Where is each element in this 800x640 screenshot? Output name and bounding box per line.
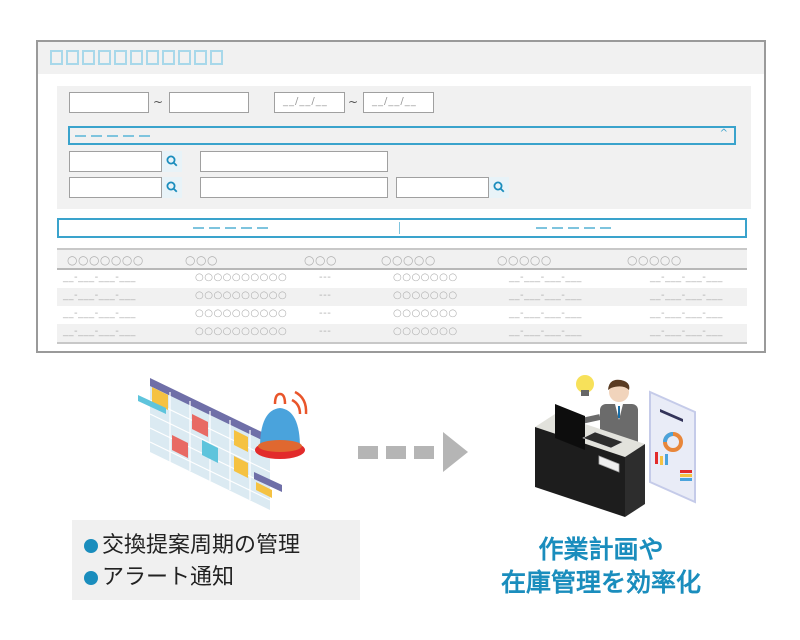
feature-list: 交換提案周期の管理 アラート通知 [72,520,360,600]
name-output-2[interactable] [200,177,388,198]
range-separator: ~ [153,95,164,109]
date-to-input[interactable]: __/__/__ [363,92,434,113]
arrow-right-icon [358,432,468,472]
window-title [50,50,223,65]
table-row[interactable]: __-___-___-___ ○○○○○○○○○○ --- ○○○○○○○ __… [57,288,747,306]
range-from-input[interactable] [69,92,149,113]
code-input-1[interactable] [69,151,162,172]
bullet-icon [84,539,98,553]
date-range-separator: ~ [348,95,359,109]
tab-2[interactable] [402,220,745,236]
bullet-icon [84,571,98,585]
category-select[interactable]: ^ [68,126,736,145]
results-table: ○○○○○○○ ○○○ ○○○ ○○○○○ ○○○○○ ○○○○○ __-___… [57,248,747,344]
calendar-icon [138,378,282,510]
select-value [75,135,150,137]
range-to-input[interactable] [169,92,249,113]
search-button-1[interactable] [162,151,182,172]
search-icon [166,181,178,193]
column-header[interactable]: ○○○ [304,253,337,267]
tab-divider [399,222,400,234]
chevron-up-icon[interactable]: ^ [719,128,728,139]
search-icon [493,181,505,193]
table-row[interactable]: __-___-___-___ ○○○○○○○○○○ --- ○○○○○○○ __… [57,324,747,342]
tab-1[interactable] [59,220,402,236]
filter-panel: ~ __/__/__ ~ __/__/__ ^ [57,86,751,209]
office-worker-illustration [535,375,696,517]
dashboard-panel-icon [649,390,696,504]
printer-icon [598,455,620,473]
table-header: ○○○○○○○ ○○○ ○○○ ○○○○○ ○○○○○ ○○○○○ [57,248,747,270]
monitor-icon [555,404,624,450]
title-bar [38,42,764,74]
column-header[interactable]: ○○○○○ [627,253,682,267]
calendar-bell-illustration [138,378,308,510]
table-row[interactable]: __-___-___-___ ○○○○○○○○○○ --- ○○○○○○○ __… [63,308,723,319]
search-icon [166,155,178,167]
bell-icon [255,390,308,459]
code-input-2[interactable] [69,177,162,198]
result-caption: 作業計画や 在庫管理を効率化 [500,535,701,597]
column-header[interactable]: ○○○○○ [497,253,552,267]
search-button-2[interactable] [162,177,182,198]
date-from-input[interactable]: __/__/__ [274,92,345,113]
app-window: ~ __/__/__ ~ __/__/__ ^ [36,40,766,353]
column-header[interactable]: ○○○○○ [381,253,436,267]
feature-item: 交換提案周期の管理 [84,530,360,562]
column-header[interactable]: ○○○ [185,253,218,267]
lightbulb-icon [576,375,594,396]
search-button-3[interactable] [489,177,509,198]
table-row[interactable]: __-___-___-___ ○○○○○○○○○○ --- ○○○○○○○ __… [63,272,723,283]
name-output-1[interactable] [200,151,388,172]
tab-bar [57,218,747,238]
code-input-3[interactable] [396,177,489,198]
column-header[interactable]: ○○○○○○○ [67,253,144,267]
feature-item: アラート通知 [84,562,360,594]
